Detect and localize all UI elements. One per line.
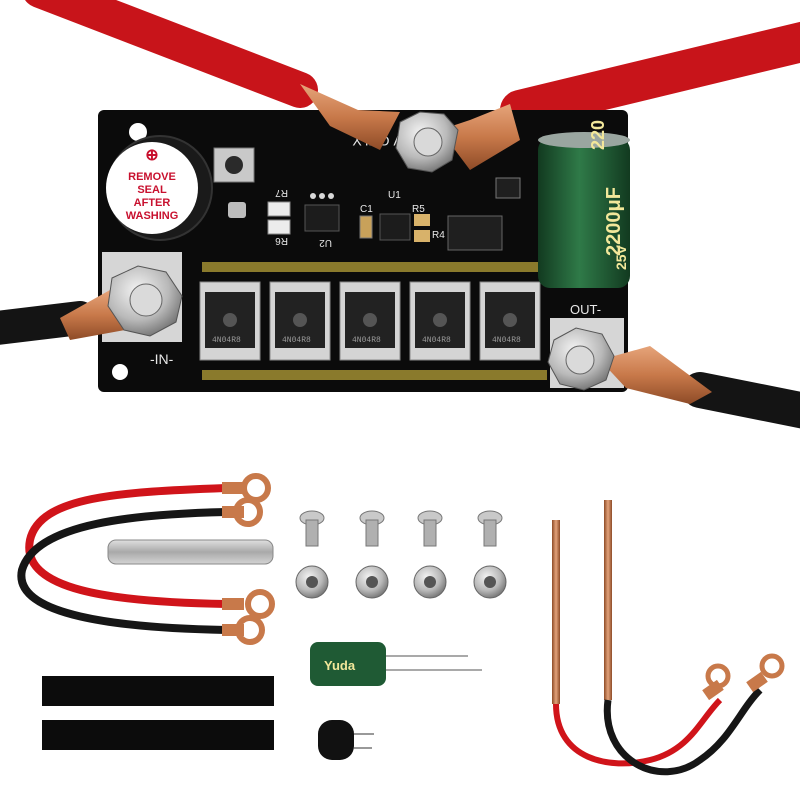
heat-shrink-tube	[42, 720, 274, 750]
screw	[359, 510, 385, 547]
ring-terminal	[222, 497, 263, 527]
ring-terminal	[222, 589, 275, 619]
screw	[417, 510, 443, 547]
diode	[495, 177, 521, 199]
svg-text:4N04R8: 4N04R8	[422, 336, 451, 345]
warning-sticker	[106, 142, 198, 234]
in-label: -IN-	[150, 351, 174, 367]
ring-terminal	[746, 653, 785, 693]
spare-buzzer	[318, 720, 374, 760]
top-center-lug	[300, 84, 520, 173]
ring-terminal	[702, 663, 731, 701]
sticker-line-2: SEAL	[137, 184, 167, 196]
label-r5: R5	[412, 204, 425, 215]
bus-bar-bottom	[202, 370, 547, 380]
black-cable-right	[682, 372, 800, 429]
mosfet: 4N04R8	[409, 281, 471, 361]
red-black-cable-pair	[17, 473, 275, 645]
mosfet: 4N04R8	[339, 281, 401, 361]
capacitor-voltage: 25V	[613, 244, 629, 270]
via	[310, 193, 316, 199]
led-pad	[228, 202, 246, 218]
ring-terminal	[222, 473, 271, 503]
nut	[355, 565, 389, 599]
cap-c1	[359, 215, 373, 239]
label-r4: R4	[432, 230, 445, 241]
via	[328, 193, 334, 199]
red-cable-top-right	[500, 21, 800, 130]
screw	[477, 510, 503, 547]
in-terminal-lug	[60, 265, 183, 340]
resistor-r6	[267, 219, 291, 235]
svg-text:4N04R8: 4N04R8	[212, 336, 241, 345]
red-cable-top-left	[25, 0, 318, 108]
mosfet: 4N04R8	[269, 281, 331, 361]
sticker-line-4: WASHING	[126, 210, 179, 222]
chip-u2	[304, 204, 340, 232]
chip-u1	[379, 213, 411, 241]
welding-pen-pair	[552, 500, 785, 776]
capacitor-value-top: 220	[588, 120, 608, 150]
sticker-plus-icon: ⊕	[145, 147, 158, 164]
label-u2: U2	[319, 237, 332, 248]
out-terminal-lug	[547, 327, 712, 404]
resistor-r5	[414, 214, 430, 226]
nut	[295, 565, 329, 599]
ring-terminal	[222, 615, 265, 645]
out-label: OUT-	[570, 302, 601, 317]
accessory-kit: Yuda	[17, 473, 785, 776]
svg-text:4N04R8: 4N04R8	[352, 336, 381, 345]
capacitor-value: 2200μF	[603, 187, 625, 256]
pcb-mount-hole	[112, 364, 128, 380]
resistor-r7	[267, 201, 291, 217]
label-r7: R7	[275, 187, 288, 198]
copper-rod	[604, 500, 612, 700]
copper-rod	[552, 520, 560, 704]
small-capacitor-brand: Yuda	[324, 658, 356, 673]
screw-set	[299, 510, 503, 547]
svg-text:4N04R8: 4N04R8	[282, 336, 311, 345]
bus-bar-top	[202, 262, 547, 272]
heat-shrink-tube	[42, 676, 274, 706]
large-capacitor: 220 2200μF 25V	[538, 120, 630, 288]
mosfet: 4N04R8	[479, 281, 541, 361]
label-c1: C1	[360, 204, 373, 215]
nut-set	[295, 565, 507, 599]
small-capacitor: Yuda	[310, 642, 482, 686]
nickel-strip	[107, 539, 274, 565]
via	[319, 193, 325, 199]
nut	[413, 565, 447, 599]
screw	[299, 510, 325, 547]
nut	[473, 565, 507, 599]
power-chip	[447, 215, 503, 251]
label-u1: U1	[388, 190, 401, 201]
spot-welder-board: 14.6V ONLY ⊕ REMOVE SEAL AFTER WASHING R…	[0, 0, 800, 429]
label-r6: R6	[275, 235, 288, 246]
resistor-r4	[414, 230, 430, 242]
mosfet-array: 4N04R8 4N04R8 4N04R8 4N04R8	[199, 281, 541, 361]
svg-text:4N04R8: 4N04R8	[492, 336, 521, 345]
pcb-mount-hole	[129, 123, 147, 141]
sticker-line-3: AFTER	[134, 197, 171, 209]
mosfet: 4N04R8	[199, 281, 261, 361]
trigger-switch-cap	[225, 156, 243, 174]
sticker-line-1: REMOVE	[128, 171, 176, 183]
